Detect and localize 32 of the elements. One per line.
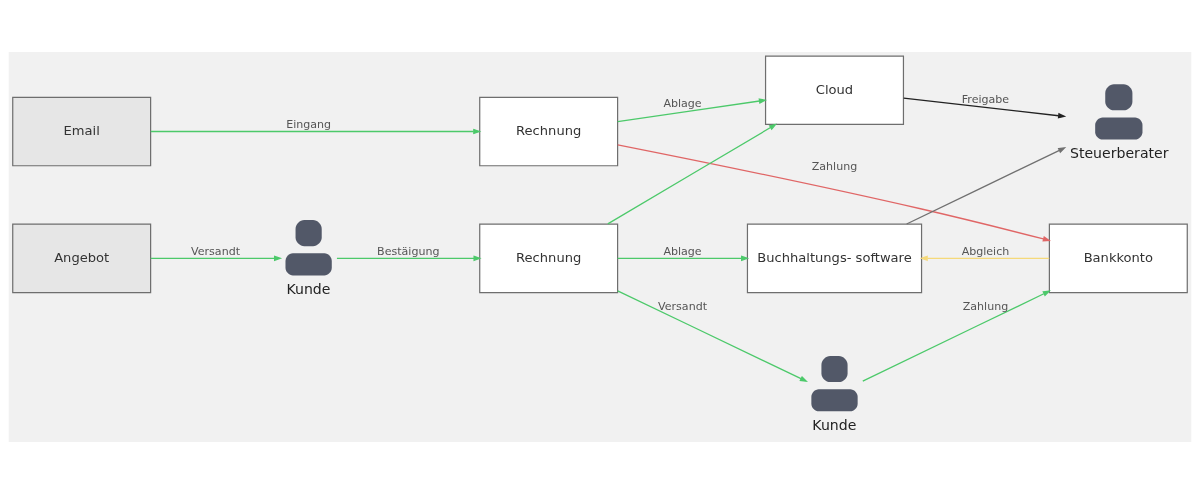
edge-label: Versandt	[191, 245, 241, 259]
arrow	[150, 255, 283, 262]
arrow	[617, 255, 750, 262]
edge-label: Abgleich	[961, 245, 1010, 259]
edge-label: Freigabe	[961, 93, 1010, 107]
arrow	[862, 290, 1051, 382]
node-box: Angebot	[12, 223, 152, 294]
edge-label: Zahlung	[962, 300, 1009, 314]
node-box: Email	[12, 96, 152, 167]
node-label: Kunde	[812, 416, 857, 433]
arrow	[905, 147, 1067, 225]
node-box: Rechnung	[479, 223, 619, 294]
edge-label: Ablage	[663, 97, 702, 111]
arrow	[903, 97, 1067, 119]
arrow	[617, 290, 808, 382]
edge-label: Bestäigung	[377, 245, 440, 259]
arrow	[336, 255, 482, 262]
edge-label: Ablage	[663, 245, 702, 259]
node-box: Rechnung	[479, 96, 619, 167]
edge-label: Versandt	[658, 300, 708, 314]
arrow	[617, 144, 1051, 242]
node-label: Kunde	[286, 280, 331, 297]
edge-label: Zahlung	[811, 159, 858, 173]
arrow	[607, 123, 778, 225]
arrow	[150, 128, 482, 135]
node-box: Buchhaltungs- software	[746, 223, 923, 294]
node-box: Cloud	[764, 55, 905, 126]
edge-label: Eingang	[286, 118, 332, 132]
node-label: Steuerberater	[1070, 144, 1169, 161]
arrow	[919, 255, 1050, 262]
arrow	[617, 98, 768, 123]
node-box: Bankkonto	[1048, 223, 1188, 294]
